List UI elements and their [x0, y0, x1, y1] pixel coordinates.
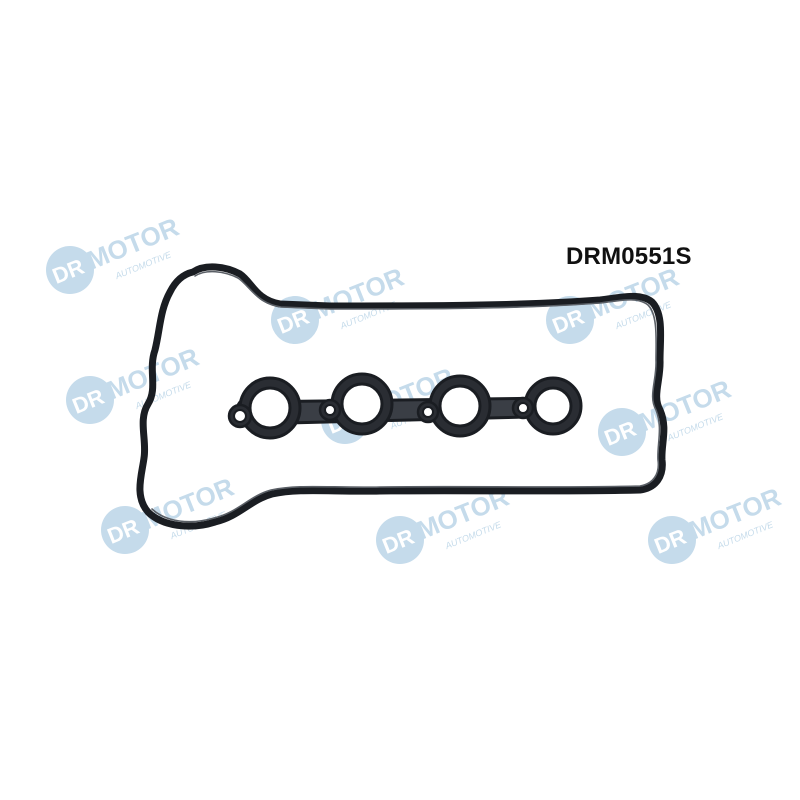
spark-plug-tube-seals — [227, 372, 583, 440]
valve-cover-gasket — [136, 263, 668, 530]
product-code: DRM0551S — [566, 243, 692, 270]
